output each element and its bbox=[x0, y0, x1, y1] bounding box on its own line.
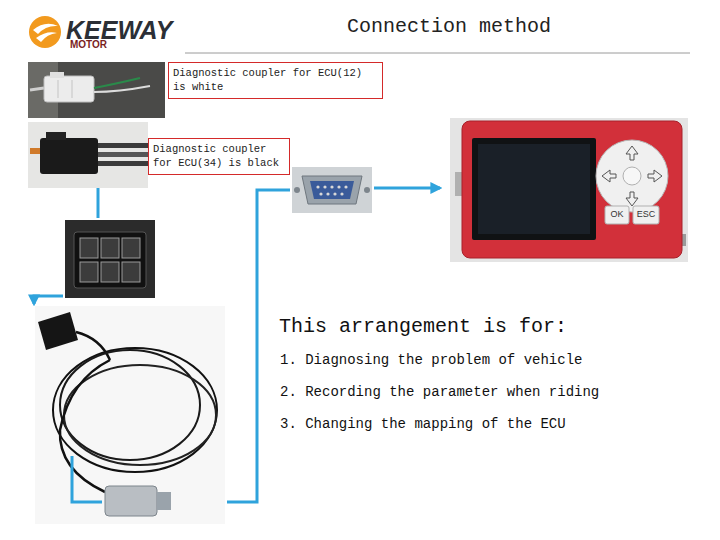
black-coupler-photo bbox=[30, 148, 40, 154]
db9-connector-photo bbox=[292, 167, 372, 213]
logo-icon bbox=[29, 16, 61, 48]
black-coupler-photo bbox=[46, 132, 66, 140]
diagnostic-tool-photo bbox=[626, 192, 638, 206]
db9-connector-photo bbox=[333, 192, 336, 195]
white-coupler-photo bbox=[28, 62, 165, 118]
list-item: 1. Diagnosing the problem of vehicle bbox=[280, 352, 582, 369]
black-coupler-photo bbox=[28, 122, 148, 188]
white-coupler-photo bbox=[72, 80, 73, 98]
white-coupler-photo bbox=[44, 76, 94, 102]
six-pin-connector-photo bbox=[65, 220, 155, 298]
db9-connector-photo bbox=[330, 185, 333, 188]
diagnostic-tool-photo bbox=[623, 167, 641, 185]
diagnostic-tool-photo bbox=[596, 140, 668, 212]
white-coupler-photo bbox=[30, 88, 44, 90]
callout-box: Diagnostic coupler for ECU(34) is black bbox=[148, 138, 290, 175]
brand-subtitle: MOTOR bbox=[70, 39, 107, 51]
button-label: ESC bbox=[633, 209, 659, 220]
db9-connector-photo bbox=[302, 176, 362, 204]
db9-connector-photo bbox=[319, 192, 322, 195]
db9-connector-photo bbox=[292, 167, 372, 213]
callout-text: Diagnostic coupler for ECU(12) is white bbox=[173, 66, 378, 94]
cable-photo bbox=[157, 492, 171, 510]
db9-connector-photo bbox=[316, 185, 319, 188]
diagnostic-tool-photo bbox=[648, 170, 662, 182]
header-rule bbox=[185, 53, 690, 54]
diagnostic-tool-photo bbox=[602, 170, 616, 182]
cable-photo bbox=[38, 312, 78, 350]
logo-icon bbox=[29, 16, 61, 48]
guide-line bbox=[227, 190, 290, 502]
cable-photo bbox=[105, 486, 157, 516]
db9-connector-photo bbox=[326, 192, 329, 195]
six-pin-connector-photo bbox=[122, 238, 140, 258]
six-pin-connector-photo bbox=[122, 262, 140, 282]
six-pin-connector-photo bbox=[74, 232, 146, 288]
slide-title: Connection method bbox=[347, 15, 551, 38]
six-pin-connector-photo bbox=[101, 238, 119, 258]
six-pin-connector-photo bbox=[80, 262, 98, 282]
button-label: OK bbox=[605, 209, 629, 220]
guide-line bbox=[72, 456, 102, 502]
db9-connector-photo bbox=[294, 187, 300, 193]
diagnostic-tool-photo bbox=[633, 206, 659, 224]
db9-connector-photo bbox=[310, 181, 354, 199]
white-coupler-photo bbox=[94, 78, 140, 88]
white-coupler-photo bbox=[58, 80, 59, 98]
cable-photo bbox=[64, 365, 216, 465]
list-item: 3. Changing the mapping of the ECU bbox=[280, 416, 566, 433]
db9-connector-photo bbox=[323, 185, 326, 188]
white-coupler-photo bbox=[28, 62, 165, 118]
cable-photo bbox=[60, 350, 200, 460]
six-pin-connector-photo bbox=[101, 262, 119, 282]
guide-line bbox=[34, 296, 63, 304]
diagnostic-tool-photo bbox=[478, 144, 590, 234]
cable-photo bbox=[35, 306, 225, 524]
six-pin-connector-photo bbox=[65, 220, 155, 298]
black-coupler-photo bbox=[98, 143, 148, 148]
diagnostic-tool-photo bbox=[472, 138, 596, 240]
db9-connector-photo bbox=[340, 192, 343, 195]
white-coupler-photo bbox=[50, 72, 64, 78]
db9-connector-photo bbox=[337, 185, 340, 188]
black-coupler-photo bbox=[28, 122, 148, 188]
callout-box: Diagnostic coupler for ECU(12) is white bbox=[168, 62, 383, 99]
six-pin-connector-photo bbox=[80, 238, 98, 258]
list-heading: This arrangement is for: bbox=[279, 315, 567, 339]
cable-photo bbox=[35, 306, 225, 524]
list-item: 2. Recording the parameter when riding bbox=[280, 384, 599, 401]
diagnostic-tool-photo bbox=[462, 121, 682, 258]
black-coupler-photo bbox=[98, 161, 148, 166]
diagnostic-tool-photo bbox=[450, 118, 688, 262]
white-coupler-photo bbox=[94, 86, 150, 92]
callout-text: Diagnostic coupler for ECU(34) is black bbox=[153, 142, 285, 170]
logo-icon bbox=[36, 32, 57, 42]
cable-photo bbox=[53, 348, 217, 472]
guide-line bbox=[34, 188, 440, 502]
diagnostic-tool-photo bbox=[450, 118, 688, 262]
guide-line bbox=[97, 188, 100, 218]
guide-line bbox=[374, 187, 440, 190]
diagnostic-tool-photo bbox=[626, 146, 638, 160]
black-coupler-photo bbox=[98, 152, 148, 157]
db9-connector-photo bbox=[344, 185, 347, 188]
db9-connector-photo bbox=[364, 187, 370, 193]
diagnostic-tool-photo bbox=[605, 206, 629, 224]
cable-photo bbox=[60, 360, 110, 492]
black-coupler-photo bbox=[40, 138, 98, 174]
